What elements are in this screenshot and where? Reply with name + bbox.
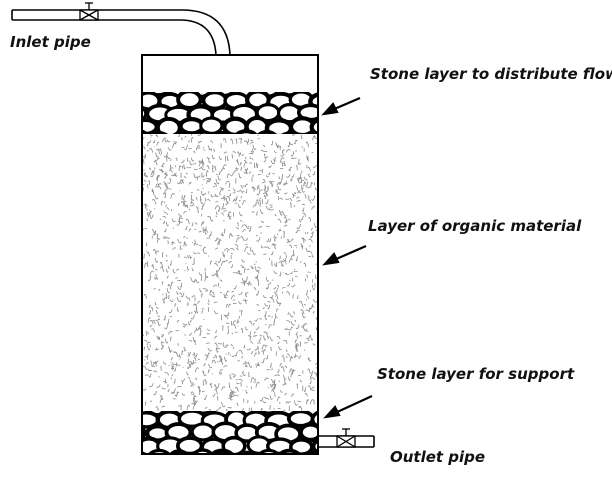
valve-icon — [337, 429, 355, 447]
organic-fiber — [182, 166, 183, 169]
stone-layer-top-label: Stone layer to distribute flow — [370, 67, 612, 82]
organic-fiber — [224, 195, 225, 199]
valve-icon — [80, 3, 98, 20]
arrows — [324, 98, 372, 417]
organic-fiber — [205, 198, 206, 201]
organic-fiber — [211, 384, 213, 385]
arrow-stone-bottom — [335, 396, 372, 413]
organic-fiber — [295, 192, 296, 193]
organic-fiber — [150, 277, 151, 279]
organic-fiber — [254, 163, 255, 168]
organic-fiber — [264, 195, 265, 197]
organic-fiber — [192, 223, 193, 226]
organic-fiber — [288, 312, 289, 314]
organic-layer-label: Layer of organic material — [368, 219, 581, 234]
organic-fiber — [191, 394, 192, 395]
outlet-pipe-label: Outlet pipe — [390, 450, 485, 465]
arrow-organic — [334, 246, 366, 260]
organic-fiber — [284, 357, 285, 362]
organic-fiber — [165, 202, 166, 203]
organic-fiber — [191, 192, 193, 193]
stone-layer-bottom-label: Stone layer for support — [377, 367, 574, 382]
organic-fiber — [280, 402, 281, 403]
stone — [258, 450, 279, 465]
inlet-pipe-label: Inlet pipe — [10, 35, 91, 50]
stone — [193, 450, 213, 466]
organic-fiber — [168, 241, 169, 244]
